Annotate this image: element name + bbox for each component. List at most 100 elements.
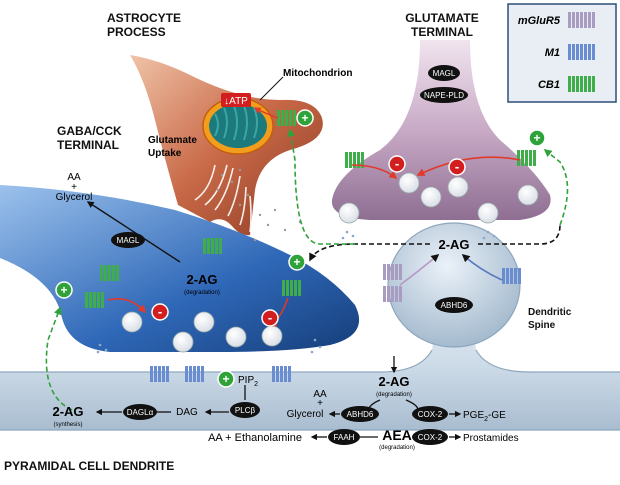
aea-degradation: (degradation) [379,445,415,451]
astrocyte-label-line1: ASTROCYTE [107,11,181,25]
legend-cb1-icon [568,76,595,92]
gaba-terminal [0,185,360,352]
abhd6-spine-oval: ABHD6 [435,297,473,313]
magl-glut-oval: MAGL [428,65,460,81]
svg-text:COX-2: COX-2 [418,410,443,419]
dag-label: DAG [176,407,198,418]
inhibit-glut-vesicle-1 [416,156,521,176]
degradation-arrow-gaba [86,201,181,263]
cb1-receptor-glut-right [517,150,536,166]
receptors [85,110,536,382]
pip2-label: PIP2 [238,375,258,388]
spine-label-line2: Spine [528,320,556,331]
svg-text:+: + [222,372,229,386]
nape-pld-oval: NAPE-PLD [420,87,468,103]
two-ag-synthesis: 2-AG [52,404,83,419]
glutamate-vesicles [338,172,539,224]
cb1-receptor-glut-left [345,152,364,168]
inhibit-glut-vesicle-2 [351,164,398,180]
legend-mglur5-icon [568,12,595,28]
svg-text:-: - [395,156,399,171]
dagla-oval: DAGLα [123,404,157,420]
aa-glycerol-top-plus: + [71,182,77,193]
svg-text:-: - [268,310,272,325]
aa-glycerol-top-glycerol: Glycerol [56,192,93,203]
mglur5-receptor-spine-2 [383,264,402,280]
astrocyte-label-line2: PROCESS [107,25,166,39]
svg-text:+: + [60,283,67,297]
two-ag-spine: 2-AG [438,237,469,252]
mglur5-receptor-spine [383,286,402,302]
m1-receptor-dend-2 [185,366,204,382]
svg-text:DAGLα: DAGLα [127,408,154,417]
two-ag-dendrite-degradation: (degradation) [376,392,412,398]
svg-text:MAGL: MAGL [433,69,456,78]
cox2-oval-b: COX-2 [412,429,448,445]
abhd6-dend-oval: ABHD6 [341,406,379,422]
svg-text:-: - [455,159,459,174]
aa-glycerol-top-aa: AA [67,172,81,183]
glutamate-dots [216,168,302,242]
svg-text:+: + [533,131,540,145]
aa-glycerol-bottom-plus: + [317,398,323,409]
cb1-receptor-gaba-1 [85,292,104,308]
mglur5-to-2ag-arrow [399,253,440,286]
svg-text:FAAH: FAAH [334,433,355,442]
glutamate-terminal [331,40,551,220]
svg-text:+: + [293,255,300,269]
pyramidal-label: PYRAMIDAL CELL DENDRITE [4,459,174,473]
aa-glycerol-bottom-aa: AA [313,389,327,400]
cb1-receptor-gaba-2 [100,265,119,281]
glutamate-label-line1: GLUTAMATE [405,11,479,25]
glutamate-label-line2: TERMINAL [411,25,473,39]
cb1-receptor-gaba-4 [282,280,301,296]
cb1-to-atp-arrow [253,107,279,119]
legend-cb1-label: CB1 [538,79,560,91]
dendritic-spine [387,222,521,348]
m1-receptor-dend-1 [150,366,169,382]
two-ag-dendrite: 2-AG [378,374,409,389]
m1-to-2ag-arrow [461,253,503,281]
mitochondrion-label: Mitochondrion [283,68,352,79]
minus-badges: - - - - [151,155,466,327]
aa-glycerol-bottom-glycerol: Glycerol [287,409,324,420]
2ag-to-glut-dashed [478,224,561,245]
two-ag-synthesis-label: (synthesis) [53,422,82,428]
cb1-receptor-astrocyte [277,110,296,126]
atp-label: ↓ATP [224,96,248,107]
spine-label-line1: Dendritic [528,307,572,318]
prostamides-label: Prostamides [463,433,519,444]
aa-ethanolamine-label: AA + Ethanolamine [208,432,302,444]
2ag-to-glut-cb1-dashed [543,149,569,226]
magl-gaba-oval: MAGL [111,232,145,248]
mglur5-receptor-spine-3 [502,268,521,284]
svg-text:ABHD6: ABHD6 [347,410,374,419]
inhibit-gaba-vesicle-1 [107,298,147,314]
svg-text:NAPE-PLD: NAPE-PLD [424,91,464,100]
glutamate-uptake-line2: Uptake [148,148,182,159]
plcb-oval: PLCβ [230,402,260,418]
neurotransmitter-dots [96,230,496,354]
svg-text:MAGL: MAGL [117,236,140,245]
svg-text:PLCβ: PLCβ [235,406,256,415]
svg-text:COX-2: COX-2 [418,433,443,442]
legend-m1-icon [568,44,595,60]
2ag-to-astrocyte-dashed [287,128,355,245]
gaba-vesicles [121,311,283,353]
gaba-label-line1: GABA/CCK [57,124,122,138]
aea-label: AEA [382,427,412,443]
two-ag-gaba-degradation: (degradation) [184,290,220,296]
cb1-receptor-gaba-3 [203,238,222,254]
gaba-label-line2: TERMINAL [57,138,119,152]
svg-text:-: - [158,304,162,319]
faah-oval: FAAH [328,429,360,445]
legend-mglur5-label: mGluR5 [518,15,561,27]
legend: mGluR5 M1 CB1 [507,3,617,103]
mitochondrion-pointer [259,76,284,101]
atp-box [221,93,251,107]
legend-m1-label: M1 [545,47,560,59]
pge2-label: PGE2-GE [463,410,506,423]
cox2-oval-a: COX-2 [412,406,448,422]
svg-text:ABHD6: ABHD6 [441,301,468,310]
